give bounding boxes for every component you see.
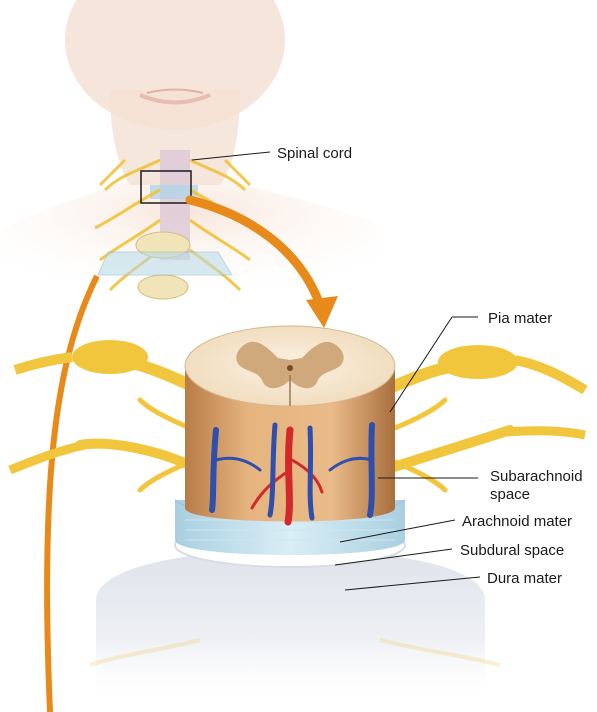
arrow-head [306,296,338,328]
label-pia-mater: Pia mater [488,310,552,327]
label-dura-mater: Dura mater [487,570,562,587]
label-spinal-cord: Spinal cord [277,145,352,162]
nerve-roots-left [80,358,200,490]
central-canal [287,365,293,371]
label-subarachnoid-line1: Subarachnoid [490,468,583,485]
label-subarachnoid-line2: space [490,486,530,503]
label-subdural-space: Subdural space [460,542,564,559]
dorsal-root-ganglion-left [72,340,148,374]
dorsal-root-ganglion-right [438,345,518,379]
label-arachnoid-mater: Arachnoid mater [462,513,572,530]
